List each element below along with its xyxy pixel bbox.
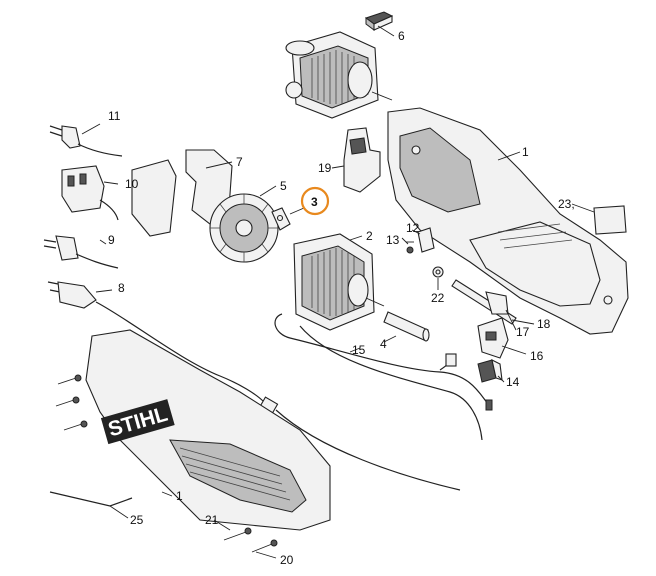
part-11-plug[interactable] [49,125,123,157]
callout-10[interactable]: 10 [125,177,139,191]
callout-19[interactable]: 19 [318,161,332,175]
part-15-wiring[interactable] [274,313,493,441]
part-1-housing-left[interactable]: STIHL [85,329,331,531]
callout-4[interactable]: 4 [380,337,387,351]
part-10-plug[interactable] [61,165,119,221]
callout-22[interactable]: 22 [431,291,445,305]
callout-20[interactable]: 20 [280,553,294,567]
callout-9[interactable]: 9 [108,233,115,247]
callout-21[interactable]: 21 [205,513,219,527]
part-14-switch[interactable] [477,358,503,383]
callout-12[interactable]: 12 [406,221,420,235]
callout-3[interactable]: 3 [311,195,318,209]
callout-11[interactable]: 11 [108,109,121,123]
callout-2[interactable]: 2 [366,229,373,243]
callout-17[interactable]: 17 [516,325,530,339]
part-16-switch[interactable] [477,317,509,359]
callout-1-right[interactable]: 1 [522,145,529,159]
part-25-hexkey[interactable] [49,491,133,507]
part-1-housing-right[interactable] [387,107,629,335]
callout-13[interactable]: 13 [386,233,400,247]
part-23-label[interactable] [593,205,627,235]
highlight-ring [300,186,330,216]
callout-1-left[interactable]: 1 [176,489,183,503]
part-5-fan[interactable] [209,193,279,263]
top-motor-assembly[interactable] [285,31,393,119]
callout-5[interactable]: 5 [280,179,287,193]
part-9-plug[interactable] [43,235,119,269]
part-4-sleeve[interactable] [383,311,430,342]
part-13-screw[interactable] [406,241,414,254]
screw-left-bottom[interactable] [63,420,88,431]
part-21-screw[interactable] [223,527,252,541]
callout-18[interactable]: 18 [537,317,551,331]
part-3-bracket[interactable] [271,207,291,231]
callout-25[interactable]: 25 [130,513,144,527]
screw-left-mid[interactable] [55,396,80,407]
part-6-block[interactable] [364,11,394,31]
part-19-bracket[interactable] [343,127,381,193]
callout-8[interactable]: 8 [118,281,125,295]
part-2-motor[interactable] [293,233,385,331]
callout-6[interactable]: 6 [398,29,405,43]
leader-lines [81,25,595,559]
part-8-cord[interactable] [47,281,461,491]
screw-left-top[interactable] [57,374,82,385]
part-17-spring[interactable] [485,291,509,315]
callout-23[interactable]: 23, [558,197,575,211]
part-12-clip[interactable] [417,227,435,253]
callout-numbers: 6 1 23, 19 11 7 5 10 3 2 12 13 9 8 22 18… [108,29,575,567]
part-22-washer[interactable] [432,266,444,278]
part-20-screw[interactable] [251,539,278,553]
callout-16[interactable]: 16 [530,349,544,363]
callout-15[interactable]: 15 [352,343,366,357]
callout-7[interactable]: 7 [236,155,243,169]
callout-14[interactable]: 14 [506,375,520,389]
